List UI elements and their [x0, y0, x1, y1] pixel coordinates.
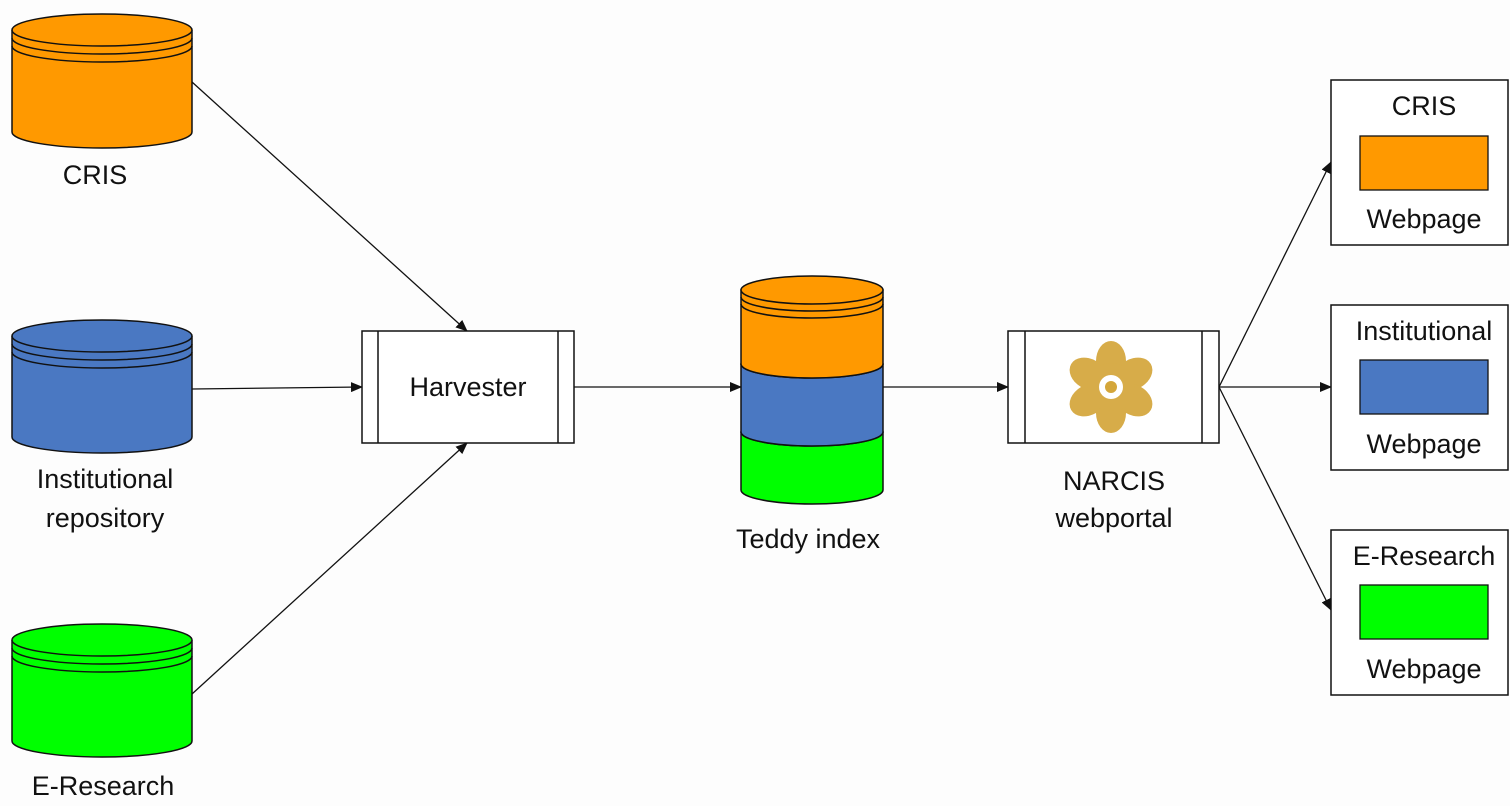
cris-source-label: CRIS: [63, 160, 128, 190]
arrow-cris-to-harvester: [191, 81, 468, 332]
cris-webpage-swatch: [1359, 135, 1489, 191]
institutional-webpage-swatch: [1359, 359, 1489, 415]
teddy-index-database-icon: [740, 275, 884, 505]
institutional-repository-database-icon: [11, 319, 193, 454]
cris-webpage-box: CRIS Webpage: [1330, 79, 1509, 246]
institutional-webpage-title: Institutional: [1356, 316, 1493, 346]
arrow-institutional-to-harvester: [191, 382, 363, 393]
portal-label-line1: NARCIS: [1063, 466, 1165, 496]
harvester-label: Harvester: [409, 372, 526, 402]
cris-webpage-caption: Webpage: [1366, 204, 1481, 234]
institutional-webpage-box: Institutional Webpage: [1330, 304, 1509, 471]
e-research-webpage-swatch: [1359, 584, 1489, 640]
e-research-webpage-title: E-Research: [1353, 541, 1496, 571]
institutional-webpage-caption: Webpage: [1366, 429, 1481, 459]
arrow-e-research-to-harvester: [191, 442, 468, 695]
portal-label-line2: webportal: [1054, 503, 1172, 533]
narcis-flower-logo-icon: [1069, 341, 1153, 433]
cris-database-icon: [11, 13, 193, 149]
e-research-source-label: E-Research: [32, 771, 175, 801]
institutional-source-label-line1: Institutional: [37, 464, 174, 494]
e-research-database-icon: [11, 623, 193, 758]
institutional-source-label-line2: repository: [46, 503, 165, 533]
cris-webpage-title: CRIS: [1392, 91, 1457, 121]
arrow-portal-to-cris-webpage: [1218, 161, 1332, 388]
e-research-webpage-caption: Webpage: [1366, 654, 1481, 684]
arrow-portal-to-e-research-webpage: [1218, 386, 1332, 611]
e-research-webpage-box: E-Research Webpage: [1330, 529, 1509, 696]
harvester-process-box: [361, 330, 575, 444]
teddy-index-label: Teddy index: [736, 524, 881, 554]
